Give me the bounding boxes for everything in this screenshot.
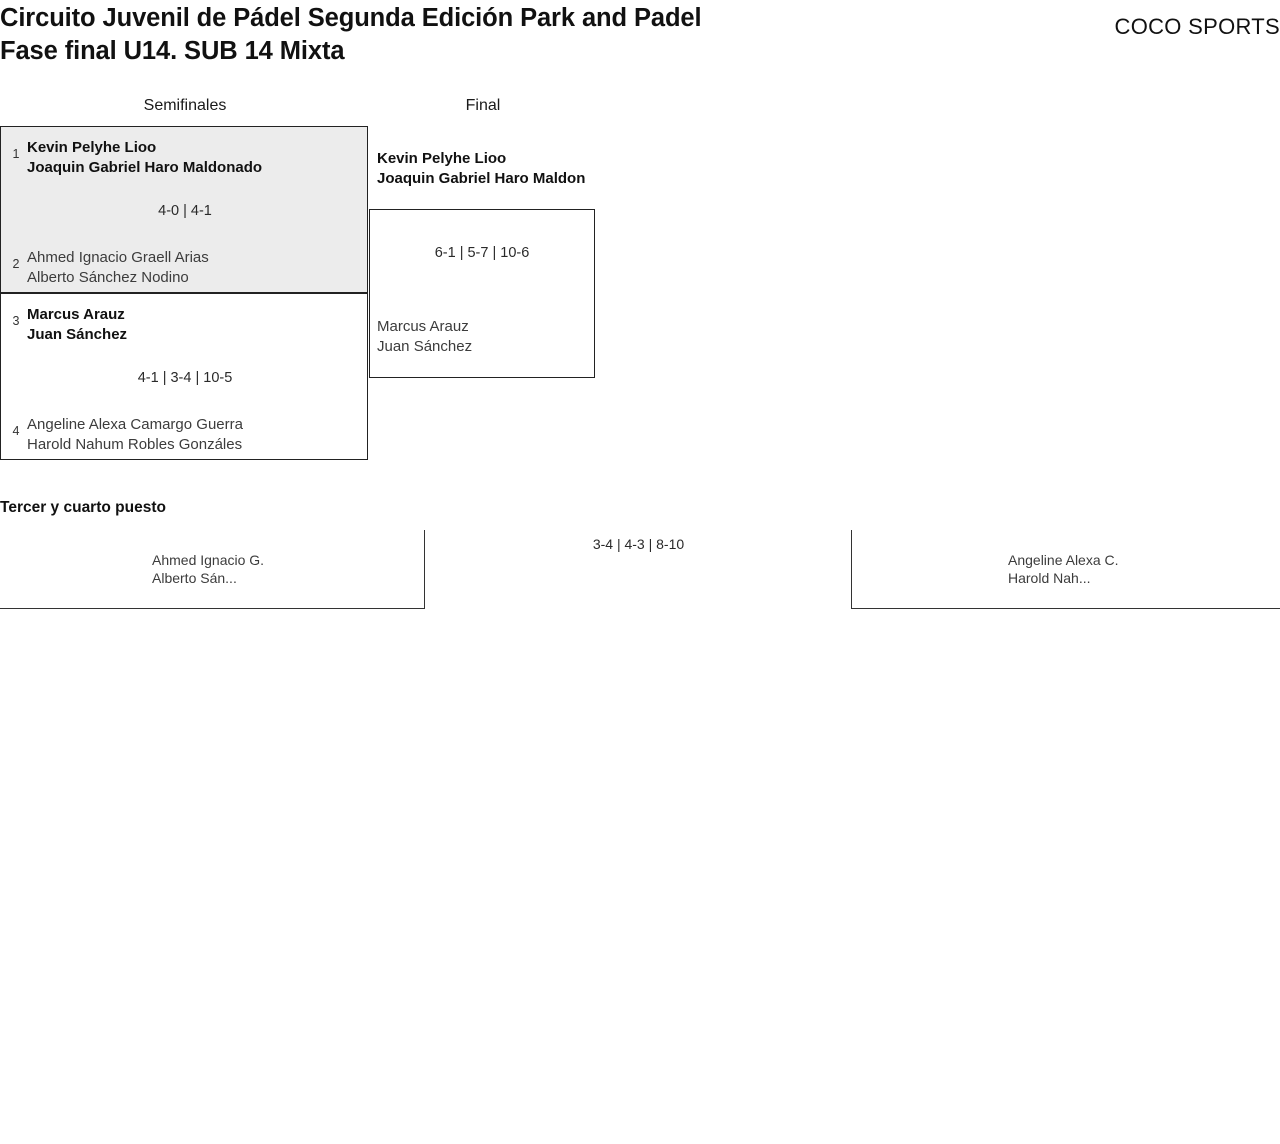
- player-name: Juan Sánchez: [27, 325, 128, 343]
- player-name: Kevin Pelyhe Lioo: [27, 139, 157, 156]
- page-header: Circuito Juvenil de Pádel Segunda Edició…: [0, 0, 1280, 80]
- match-final[interactable]: [369, 209, 595, 378]
- team-entry[interactable]: Marcus Arauz Juan Sánchez: [27, 305, 359, 344]
- seed-number: 3: [12, 314, 20, 328]
- team-entry[interactable]: Kevin Pelyhe Lioo Joaquin Gabriel Haro M…: [27, 138, 359, 177]
- player-name: Juan Sánchez: [377, 337, 473, 355]
- tournament-title-line-2: Fase final U14. SUB 14 Mixta: [0, 37, 345, 65]
- third-place-heading: Tercer y cuarto puesto: [0, 499, 166, 516]
- player-name: Joaquin Gabriel Haro Maldon: [377, 169, 586, 187]
- seed-number: 1: [12, 147, 20, 161]
- team-entry[interactable]: Ahmed Ignacio G. Alberto Sán...: [152, 552, 264, 587]
- match-semifinal-1[interactable]: 1 Kevin Pelyhe Lioo Joaquin Gabriel Haro…: [0, 126, 368, 293]
- tournament-title-line-1: Circuito Juvenil de Pádel Segunda Edició…: [0, 4, 702, 32]
- third-place-left-bracket: [0, 530, 425, 609]
- player-name: Ahmed Ignacio Graell Arias: [27, 249, 209, 266]
- player-name: Angeline Alexa Camargo Guerra: [27, 416, 243, 433]
- player-name: Harold Nah...: [1008, 569, 1091, 586]
- match-score: 6-1 | 5-7 | 10-6: [434, 245, 530, 261]
- team-entry[interactable]: Angeline Alexa Camargo Guerra Harold Nah…: [27, 415, 359, 454]
- match-score: 4-1 | 3-4 | 10-5: [137, 370, 233, 386]
- player-name: Harold Nahum Robles Gonzáles: [27, 435, 243, 453]
- seed-number: 2: [12, 257, 20, 271]
- brand-logo-text: COCO SPORTS: [1114, 14, 1280, 39]
- match-semifinal-2[interactable]: 3 Marcus Arauz Juan Sánchez 4-1 | 3-4 | …: [0, 293, 368, 460]
- player-name: Kevin Pelyhe Lioo: [377, 150, 507, 167]
- match-score: 4-0 | 4-1: [158, 203, 212, 219]
- page-title: Circuito Juvenil de Pádel Segunda Edició…: [0, 2, 800, 68]
- player-name: Alberto Sánchez Nodino: [27, 268, 189, 286]
- player-name: Joaquin Gabriel Haro Maldonado: [27, 158, 263, 176]
- team-entry[interactable]: Ahmed Ignacio Graell Arias Alberto Sánch…: [27, 248, 359, 287]
- round-header-semifinals: Semifinales: [143, 97, 227, 114]
- team-entry[interactable]: Angeline Alexa C. Harold Nah...: [1008, 552, 1119, 587]
- round-header-final: Final: [465, 97, 501, 114]
- player-name: Alberto Sán...: [152, 569, 237, 586]
- player-name: Marcus Arauz: [27, 306, 125, 323]
- player-name: Marcus Arauz: [377, 318, 469, 335]
- match-score: 3-4 | 4-3 | 8-10: [592, 536, 685, 552]
- team-entry[interactable]: Marcus Arauz Juan Sánchez: [377, 317, 472, 356]
- player-name: Ahmed Ignacio G.: [152, 552, 265, 568]
- seed-number: 4: [12, 424, 20, 438]
- third-place-right-bracket: [851, 530, 1280, 609]
- team-entry[interactable]: Kevin Pelyhe Lioo Joaquin Gabriel Haro M…: [377, 149, 585, 188]
- player-name: Angeline Alexa C.: [1008, 552, 1119, 568]
